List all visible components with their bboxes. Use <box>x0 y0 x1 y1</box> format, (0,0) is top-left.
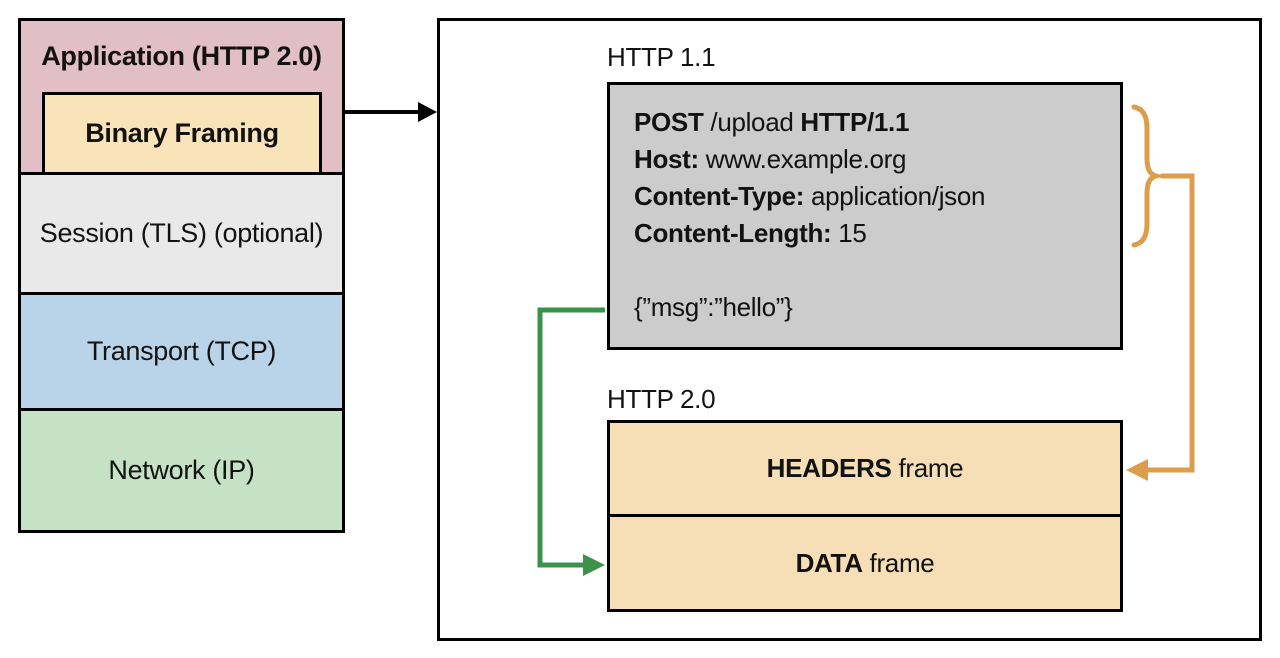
session-layer-box: Session (TLS) (optional) <box>18 172 345 295</box>
request-version: HTTP/1.1 <box>800 107 910 137</box>
headers-frame-box: HEADERS frame <box>607 420 1123 517</box>
http11-label: HTTP 1.1 <box>607 42 716 72</box>
content-type-value: application/json <box>804 181 986 211</box>
host-value: www.example.org <box>698 144 907 174</box>
request-body-line: {”msg”:”hello”} <box>634 292 793 322</box>
request-method: POST <box>634 107 704 137</box>
binary-framing-label: Binary Framing <box>85 118 279 148</box>
session-layer-label: Session (TLS) (optional) <box>39 218 324 248</box>
binary-framing-box: Binary Framing <box>42 92 322 175</box>
black-arrowhead <box>418 102 437 122</box>
transport-layer-label: Transport (TCP) <box>86 336 277 366</box>
content-length-value: 15 <box>831 218 867 248</box>
blank-line <box>634 252 1120 289</box>
content-length-key: Content-Length: <box>634 218 832 248</box>
data-frame-label: DATA frame <box>796 548 935 579</box>
content-type-line: Content-Type: application/json <box>634 178 1120 215</box>
request-line: POST /upload HTTP/1.1 <box>634 104 1120 141</box>
headers-frame-label: HEADERS frame <box>767 453 964 484</box>
request-path: /upload <box>703 107 801 137</box>
headers-frame-name: HEADERS <box>766 453 892 483</box>
content-length-line: Content-Length: 15 <box>634 215 1120 252</box>
content-type-key: Content-Type: <box>634 181 805 211</box>
application-layer-label-area: Application (HTTP 2.0) <box>18 18 345 94</box>
http11-request-box: POST /upload HTTP/1.1 Host: www.example.… <box>607 82 1123 350</box>
application-layer-label: Application (HTTP 2.0) <box>41 40 322 71</box>
network-layer-box: Network (IP) <box>18 408 345 533</box>
data-frame-box: DATA frame <box>607 514 1123 612</box>
headers-frame-suffix: frame <box>891 453 964 483</box>
host-header-line: Host: www.example.org <box>634 141 1120 178</box>
transport-layer-box: Transport (TCP) <box>18 292 345 411</box>
host-key: Host: <box>634 144 699 174</box>
http20-label: HTTP 2.0 <box>607 384 716 414</box>
data-frame-name: DATA <box>795 547 863 578</box>
network-layer-label: Network (IP) <box>108 455 255 485</box>
data-frame-suffix: frame <box>862 547 935 578</box>
